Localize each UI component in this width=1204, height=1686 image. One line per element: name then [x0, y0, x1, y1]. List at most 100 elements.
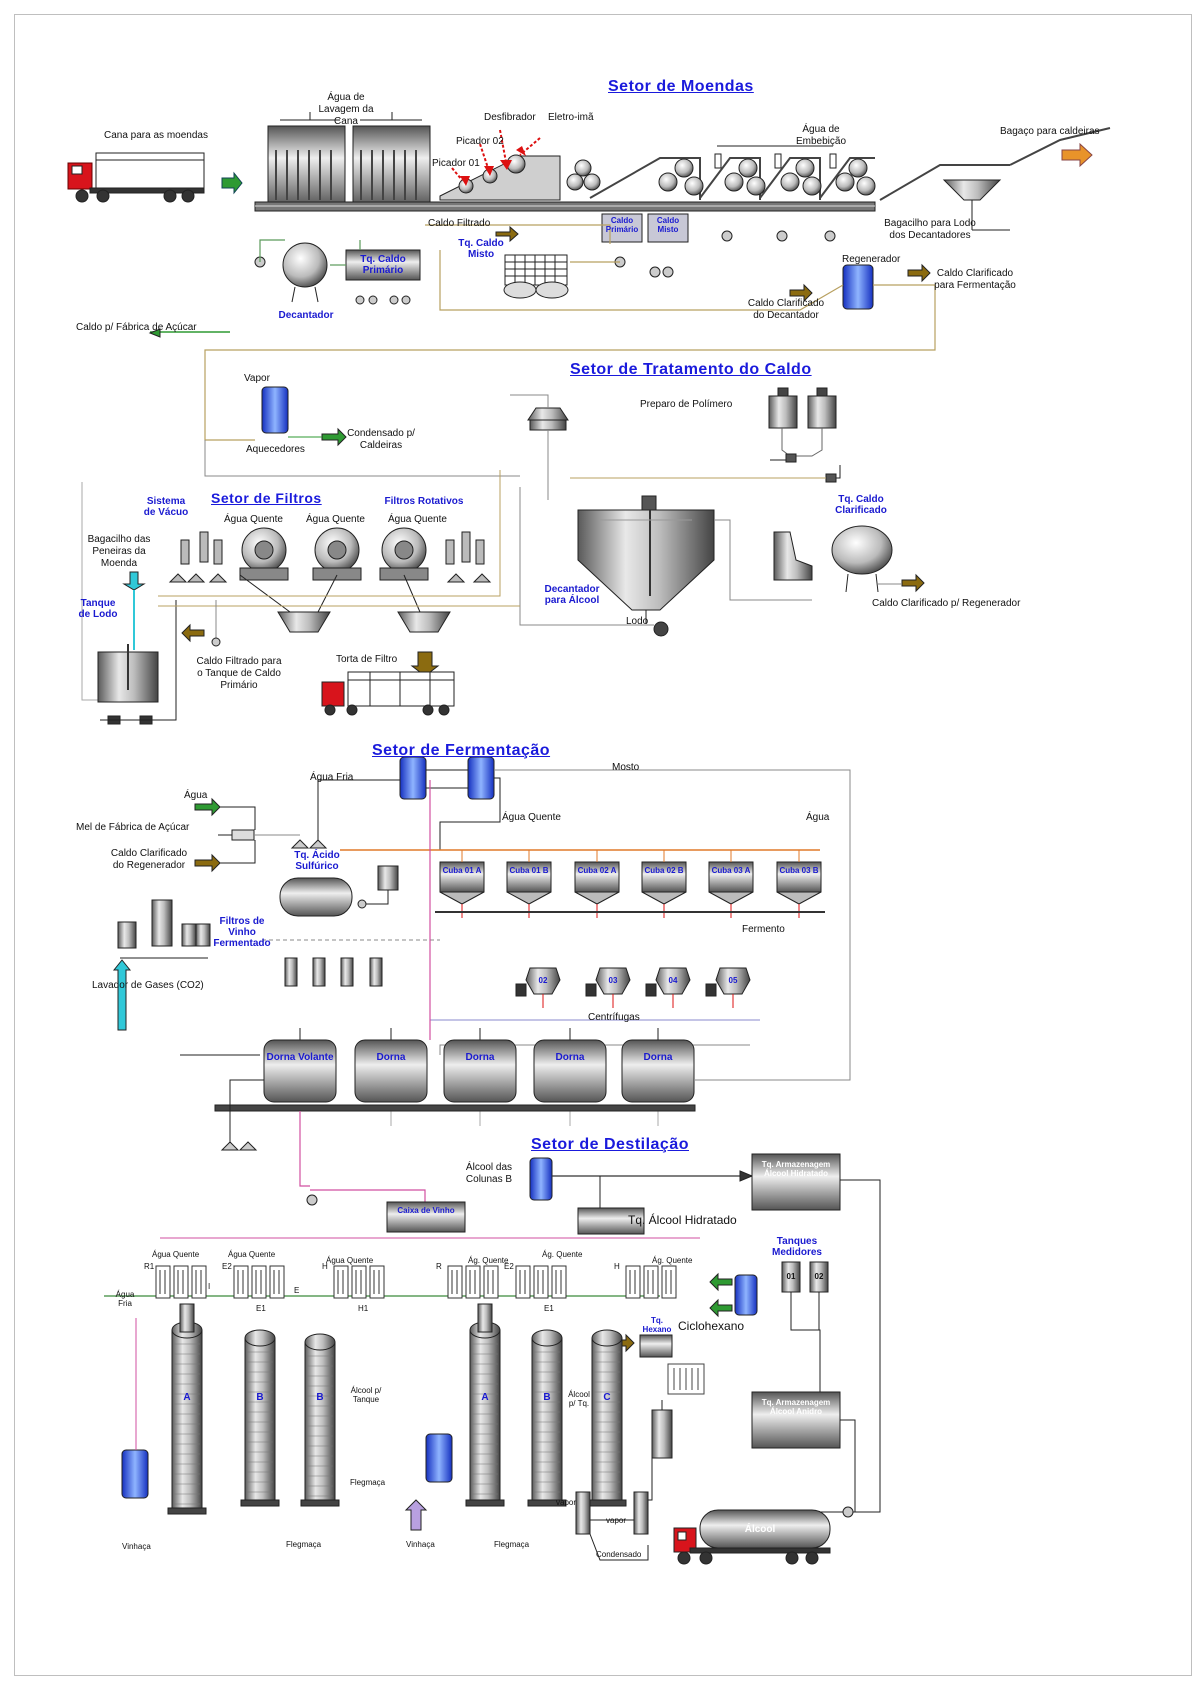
column-top [305, 1334, 335, 1350]
centrifuges [516, 968, 750, 1008]
label-tq-caldo-primario: Tq. Caldo Primário [346, 254, 420, 276]
section-title-tratamento: Setor de Tratamento do Caldo [570, 361, 812, 379]
cuba-cone [440, 892, 484, 904]
label-mel: Mel de Fábrica de Açúcar [76, 822, 189, 834]
label-agua-quente-ferm: Água Quente [502, 812, 561, 824]
cuba-cone [575, 892, 619, 904]
condensers [156, 1266, 676, 1298]
label-caldo-clar-ferm: Caldo Clarificado para Fermentação [932, 268, 1018, 292]
cuba-label: Cuba 02 B [642, 866, 686, 875]
label-vinhaca-2: Vinhaça [406, 1540, 435, 1549]
tq-acido-vessel [280, 878, 352, 916]
label-agua-quente-d2: Água Quente [228, 1250, 275, 1259]
co2-washer [118, 900, 210, 958]
dorna-vessel [622, 1040, 694, 1102]
label-e2: E2 [222, 1262, 232, 1271]
cubas [440, 850, 821, 918]
label-medidor-02: 02 [810, 1272, 828, 1281]
cuba-label: Cuba 03 B [777, 866, 821, 875]
label-caldo-filtrado: Caldo Filtrado [428, 218, 490, 230]
label-agua-lavagem: Água de Lavagem da Cana [310, 92, 382, 128]
condenser-tube [252, 1266, 266, 1298]
condenser-tube [662, 1266, 676, 1298]
label-ciclohexano: Ciclohexano [678, 1320, 744, 1332]
condenser-tube [644, 1266, 658, 1298]
section-title-destilacao: Setor de Destilação [531, 1136, 689, 1154]
ciclohexano-hx [735, 1275, 757, 1315]
label-flegmaca-3: Flegmaça [494, 1540, 529, 1549]
condenser-tube [174, 1266, 188, 1298]
column-label: B [305, 1392, 335, 1403]
wine-filters [285, 958, 382, 986]
centrifuge-motor [706, 984, 716, 996]
label-h-b: H [614, 1262, 620, 1271]
cuba-label: Cuba 03 A [709, 866, 753, 875]
centrifuge-motor [646, 984, 656, 996]
label-sistema-vacuo: Sistema de Vácuo [140, 496, 192, 518]
label-picador2: Picador 02 [456, 136, 504, 148]
tq-caldo-clarificado-vessel [832, 526, 892, 574]
column-top [245, 1330, 275, 1346]
label-i: I [208, 1282, 210, 1291]
cuba-label: Cuba 01 A [440, 866, 484, 875]
column-base [466, 1500, 504, 1506]
label-ag-quente-3: Ág. Quente [652, 1256, 692, 1265]
label-bagaco: Bagaço para caldeiras [1000, 126, 1100, 138]
label-flegmaca-1: Flegmaça [350, 1478, 385, 1487]
vinhaca-hx-2 [426, 1434, 452, 1482]
label-agua-fria: Água Fria [310, 772, 353, 784]
centrifuge-label: 02 [532, 976, 554, 985]
label-tq-clarificado: Tq. Caldo Clarificado [826, 494, 896, 516]
label-agua-embebicao: Água de Embebição [790, 124, 852, 148]
column-label: A [172, 1392, 202, 1403]
label-tq-hexano: Tq. Hexano [640, 1316, 674, 1334]
dorna-vessel [355, 1040, 427, 1102]
dorna-label: Dorna [622, 1052, 694, 1063]
label-caldo-misto: Caldo Misto [648, 216, 688, 234]
label-mosto: Mosto [612, 762, 639, 774]
condenser-tube [352, 1266, 366, 1298]
column-body [470, 1330, 500, 1500]
condenser-tube [334, 1266, 348, 1298]
condenser-tube [626, 1266, 640, 1298]
dorna-vessel [264, 1040, 336, 1102]
label-r: R [436, 1262, 442, 1271]
label-tq-acido: Tq. Ácido Sulfúrico [282, 850, 352, 872]
label-agua-fria-d: Água Fria [110, 1290, 140, 1308]
column-body [532, 1338, 562, 1500]
dorna-vessel [444, 1040, 516, 1102]
section-title-fermentacao: Setor de Fermentação [372, 742, 550, 760]
alcool-colunas-hx [530, 1158, 552, 1200]
dorna-label: Dorna [355, 1052, 427, 1063]
label-flegmaca-2: Flegmaça [286, 1540, 321, 1549]
condenser-tube [552, 1266, 566, 1298]
alcohol-tank-truck [674, 1510, 830, 1564]
label-fermento: Fermento [742, 924, 785, 936]
section-title-moendas: Setor de Moendas [608, 78, 754, 96]
label-lodo: Lodo [626, 616, 648, 628]
label-caldo-clar-reg: Caldo Clarificado do Regenerador [106, 848, 192, 872]
label-lavador: Lavador de Gases (CO2) [92, 980, 204, 992]
mixer [232, 830, 254, 840]
label-alcool-truck: Álcool [730, 1524, 790, 1535]
condenser-tube [534, 1266, 548, 1298]
hopper-2 [398, 612, 450, 632]
rotary-filters [240, 528, 428, 580]
column-base [588, 1500, 626, 1506]
condenser-tube [516, 1266, 530, 1298]
label-agua: Água [184, 790, 207, 802]
label-filtros-rotativos: Filtros Rotativos [372, 496, 476, 507]
label-caldo-clar-dec: Caldo Clarificado do Decantador [744, 298, 828, 322]
label-caixa-vinho: Caixa de Vinho [387, 1206, 465, 1215]
label-ag-quente-1: Ág. Quente [468, 1256, 508, 1265]
label-alcool-tq: Álcool p/ Tq. [566, 1390, 592, 1408]
label-e: E [294, 1286, 299, 1295]
cuba-cone [777, 892, 821, 904]
section-title-filtros: Setor de Filtros [211, 490, 322, 506]
label-bagacilho: Bagacilho para Lodo dos Decantadores [880, 218, 980, 242]
label-agua-quente-3: Água Quente [388, 514, 447, 526]
vapor-hx-1 [576, 1492, 590, 1534]
label-tq-anidro: Tq. Armazenagem Álcool Anidro [752, 1398, 840, 1416]
column-label: B [245, 1392, 275, 1403]
